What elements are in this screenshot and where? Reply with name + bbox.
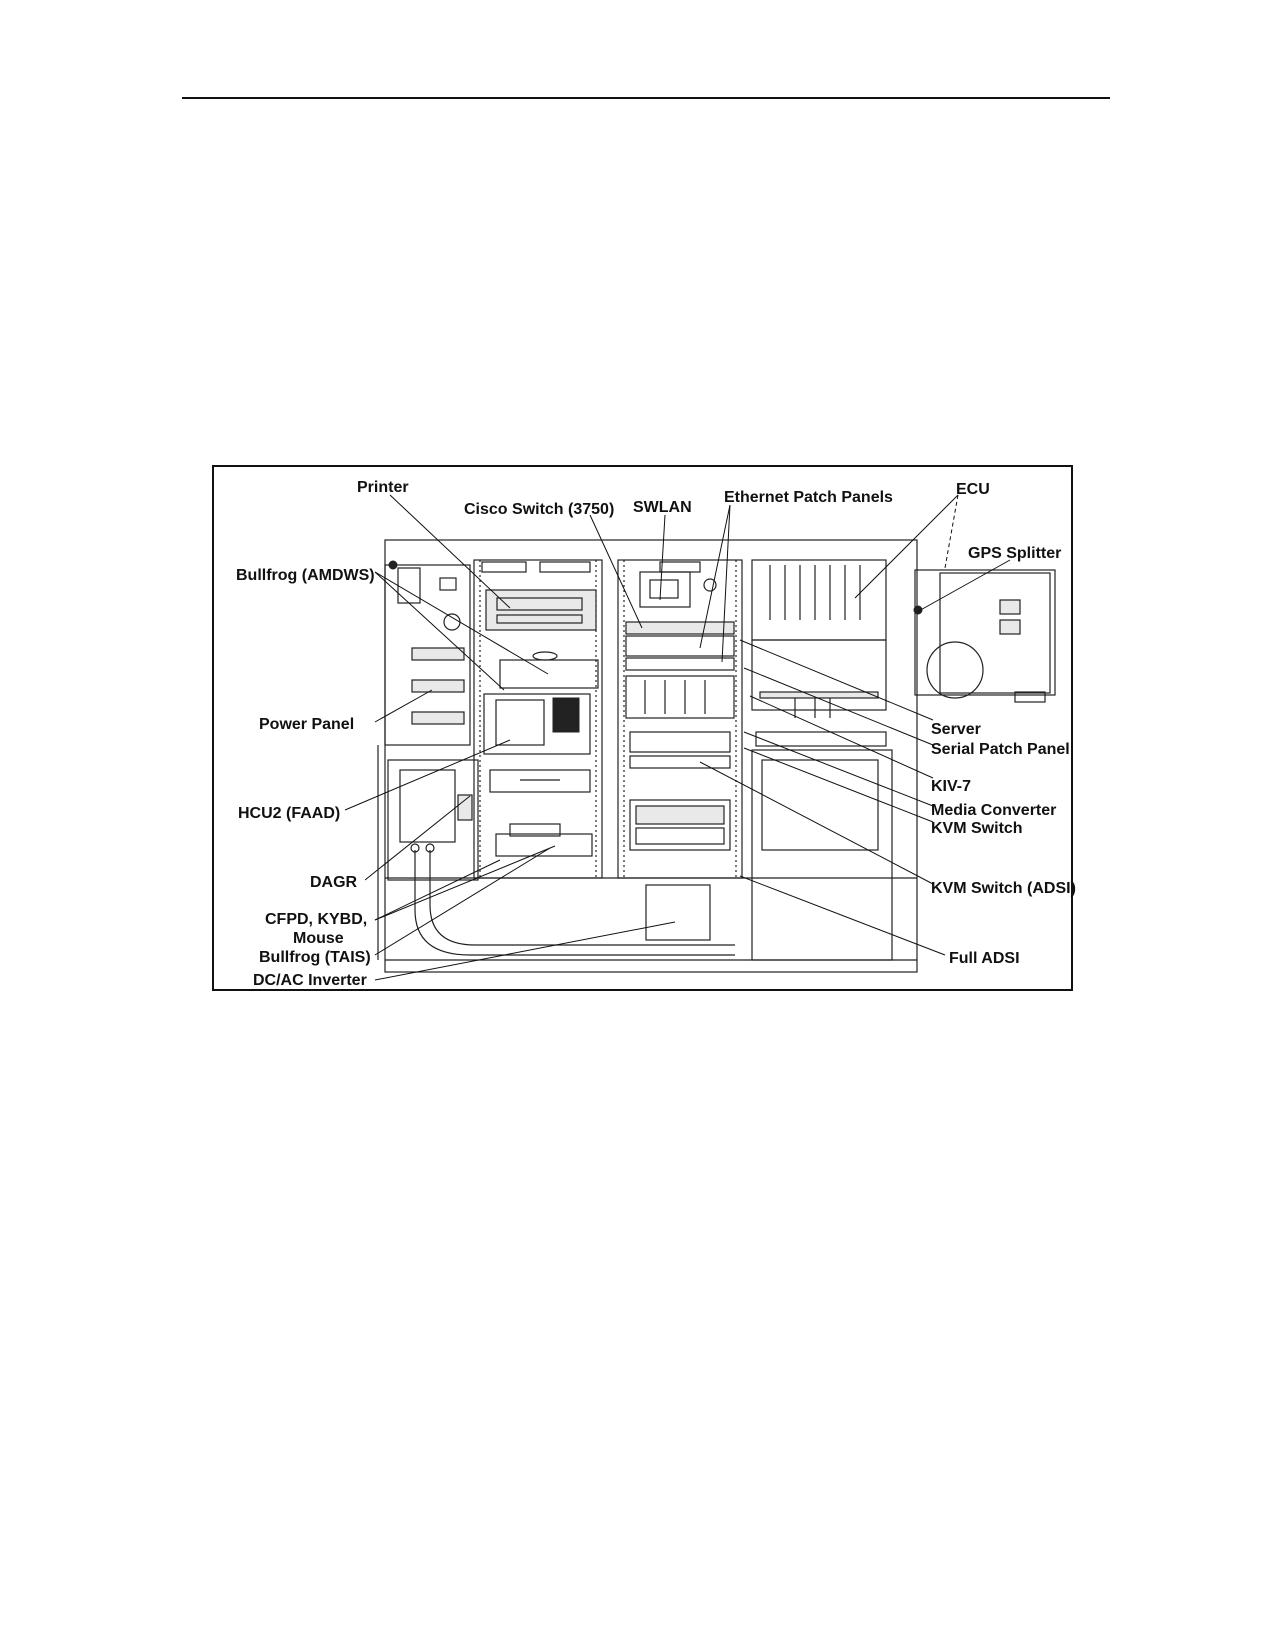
label-dcac-inverter: DC/AC Inverter bbox=[253, 972, 367, 989]
rack-1-drawing bbox=[473, 559, 603, 879]
hcu2-box-drawing bbox=[377, 745, 479, 960]
label-cisco-switch: Cisco Switch (3750) bbox=[464, 501, 614, 518]
label-cfpd-mouse: Mouse bbox=[293, 930, 344, 947]
label-printer: Printer bbox=[357, 479, 409, 496]
rack-3-drawing bbox=[751, 559, 893, 961]
label-bullfrog-amdws: Bullfrog (AMDWS) bbox=[236, 567, 375, 584]
label-server: Server bbox=[931, 721, 981, 738]
label-media-converter: Media Converter bbox=[931, 802, 1056, 819]
label-kiv7: KIV-7 bbox=[931, 778, 971, 795]
label-dagr: DAGR bbox=[310, 874, 358, 891]
label-serial-patch-panel: Serial Patch Panel bbox=[931, 741, 1070, 758]
label-hcu2-faad: HCU2 (FAAD) bbox=[238, 805, 340, 822]
cable-drawing bbox=[410, 843, 735, 956]
label-gps-splitter: GPS Splitter bbox=[968, 545, 1061, 562]
label-kvm-switch: KVM Switch bbox=[931, 820, 1023, 837]
header-rule bbox=[182, 97, 1110, 99]
callout-labels: Printer Cisco Switch (3750) SWLAN Ethern… bbox=[236, 479, 1076, 989]
label-full-adsi: Full ADSI bbox=[949, 950, 1020, 967]
figure-border bbox=[212, 465, 1073, 991]
label-cfpd-kybd: CFPD, KYBD, bbox=[265, 911, 367, 928]
label-swlan: SWLAN bbox=[633, 499, 692, 516]
label-power-panel: Power Panel bbox=[259, 716, 354, 733]
label-ethernet-patch-panels: Ethernet Patch Panels bbox=[724, 489, 893, 506]
label-ecu: ECU bbox=[956, 481, 990, 498]
gps-splitter-drawing bbox=[913, 572, 1051, 703]
label-kvm-switch-adsi: KVM Switch (ADSI) bbox=[931, 880, 1076, 897]
label-bullfrog-tais: Bullfrog (TAIS) bbox=[259, 949, 371, 966]
rack-2-drawing bbox=[617, 559, 743, 941]
power-panel-drawing bbox=[384, 560, 471, 746]
leader-lines bbox=[344, 494, 1011, 981]
